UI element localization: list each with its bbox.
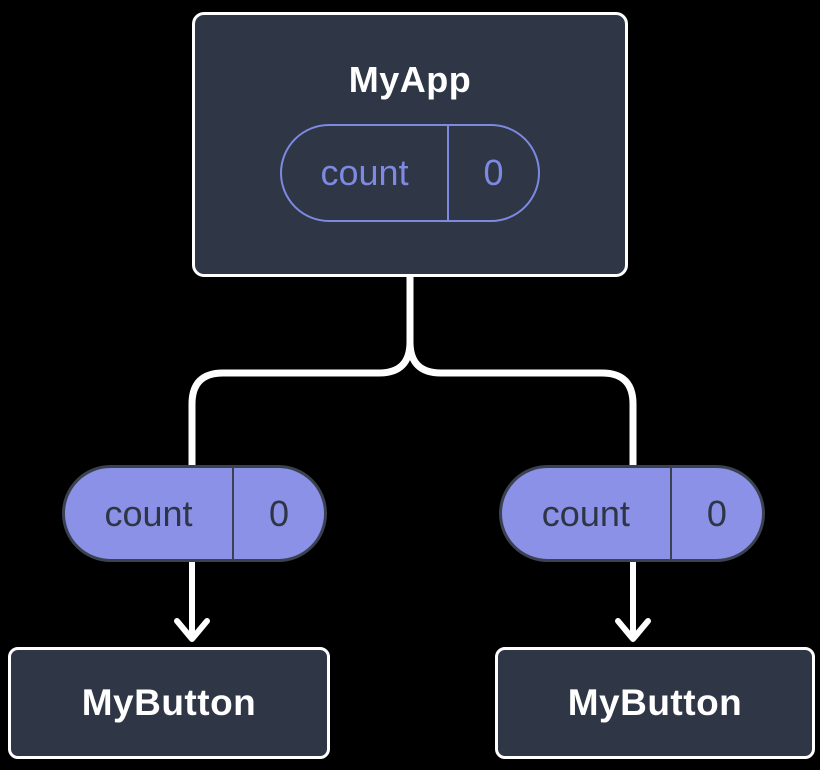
myapp-node: MyApp count 0 [192,12,628,277]
prop-pill-left: count 0 [62,465,327,562]
state-key: count [282,126,450,220]
prop-key: count [65,468,235,559]
arrow-down-left-icon [174,618,210,642]
myapp-label: MyApp [348,59,472,100]
connector-fork-left [188,266,414,474]
connector-fork-right [406,266,637,474]
arrow-down-right-icon [615,618,651,642]
prop-pill-right: count 0 [499,465,765,562]
mybutton-label: MyButton [81,682,257,723]
myapp-state-pill: count 0 [280,124,540,222]
prop-value: 0 [269,492,290,534]
prop-value: 0 [706,492,727,534]
prop-key: count [502,468,672,559]
state-value: 0 [483,152,504,193]
mybutton-label: MyButton [567,682,743,723]
mybutton-node-left: MyButton [8,647,330,759]
mybutton-node-right: MyButton [495,647,815,759]
